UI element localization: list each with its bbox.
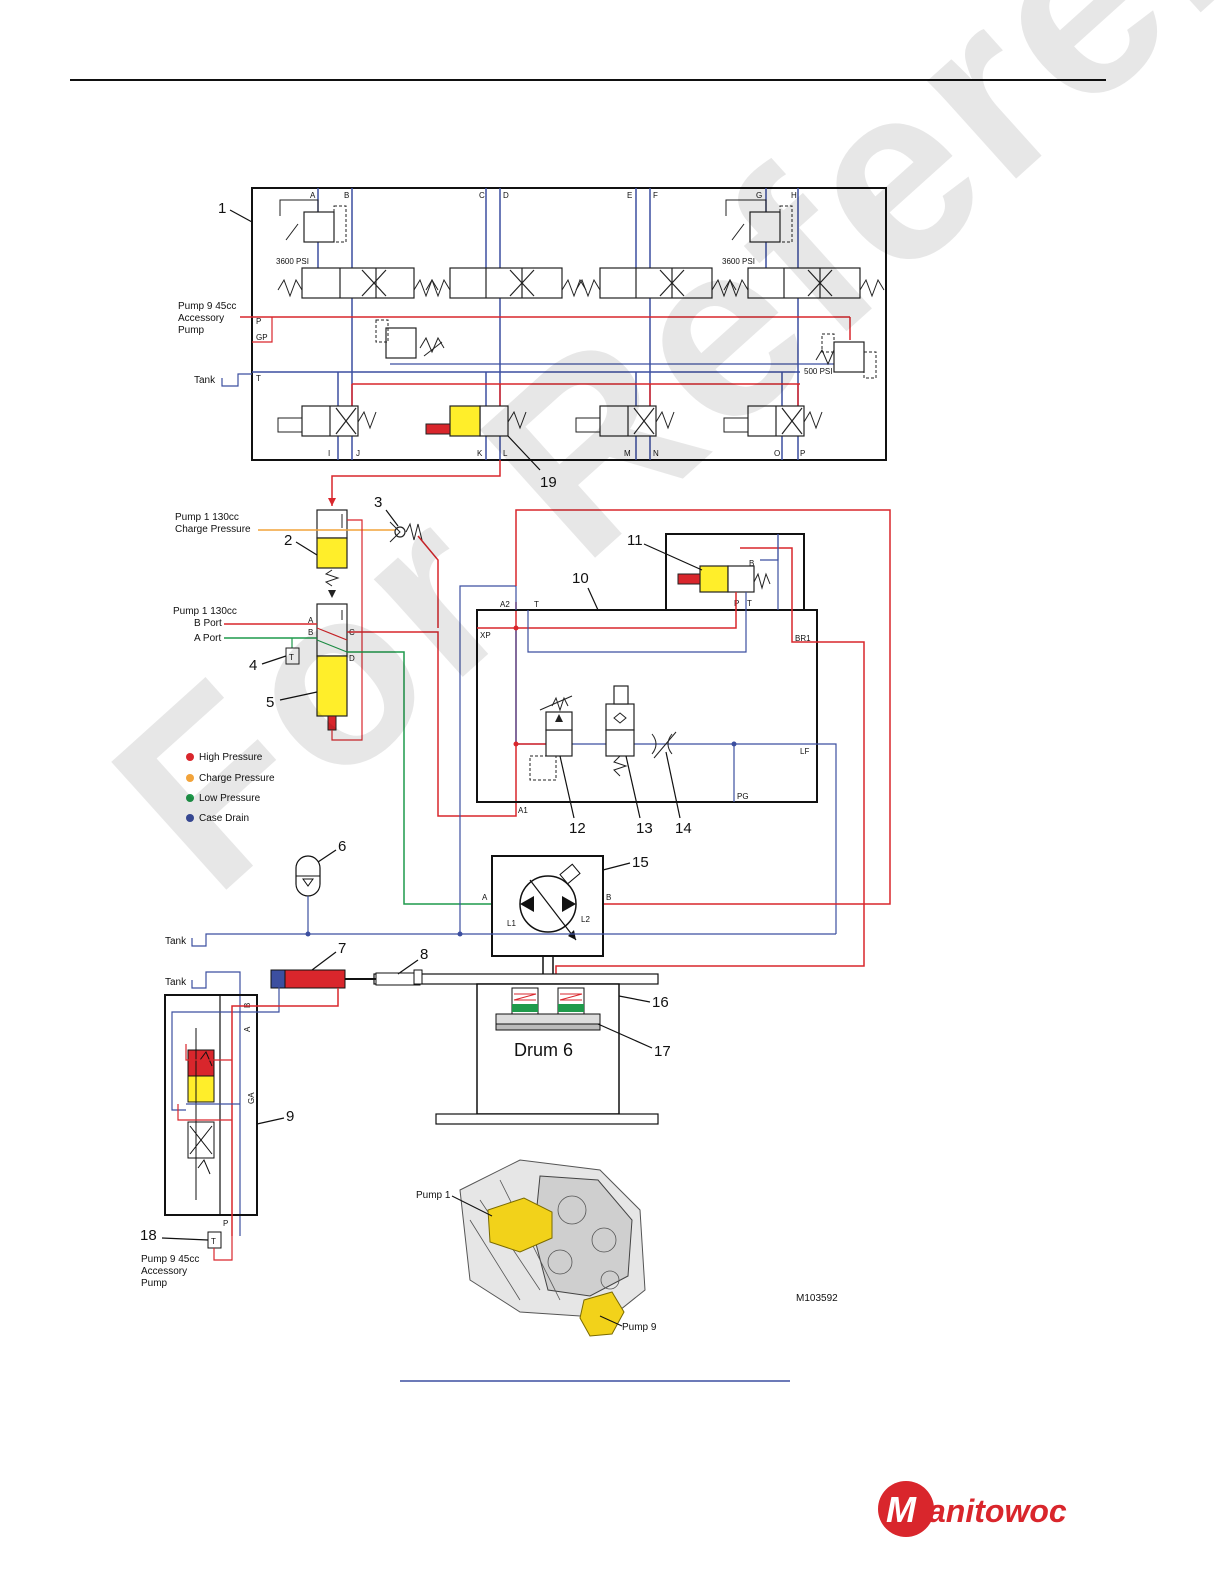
legend-charge: Charge Pressure [199, 773, 275, 784]
port-b-brake: B [308, 628, 313, 637]
pump9-label-2: Accessory [178, 313, 224, 324]
callout-5: 5 [266, 694, 274, 711]
gauge-t-4: T [289, 653, 294, 662]
legend-drain: Case Drain [199, 813, 249, 824]
callout-3: 3 [374, 494, 382, 511]
callout-16: 16 [652, 994, 669, 1011]
port-b: B [344, 191, 349, 200]
drum-frame [476, 983, 620, 1115]
pump9-low-1: Pump 9 45cc [141, 1254, 199, 1265]
port-b-sol: B [749, 559, 754, 568]
legend-low: Low Pressure [199, 793, 261, 804]
pump1-port-3: A Port [194, 633, 221, 644]
pump1-photo-label: Pump 1 [416, 1190, 451, 1201]
callout-15: 15 [632, 854, 649, 871]
port-h: H [791, 191, 797, 200]
port-t-block: T [534, 600, 539, 609]
port-a-brake: A [308, 616, 314, 625]
port-p: P [800, 449, 805, 458]
brake-solenoid-block [665, 533, 805, 611]
relief-label-left: 3600 PSI [276, 257, 309, 266]
port-a: A [310, 191, 316, 200]
port-m: M [624, 449, 631, 458]
port-gp: GP [256, 333, 268, 342]
port-a-motor: A [482, 893, 488, 902]
pump9-label-1: Pump 9 45cc [178, 301, 236, 312]
tank-label-top: Tank [194, 375, 216, 386]
port-f: F [653, 191, 658, 200]
callout-19: 19 [540, 474, 557, 491]
pump-assembly-picture [451, 1159, 646, 1337]
port-c: C [479, 191, 485, 200]
port-l2: L2 [581, 915, 590, 924]
manitowoc-logo: M anitowoc [878, 1481, 1067, 1537]
callout-8: 8 [420, 946, 428, 963]
motor-control-block [476, 609, 818, 803]
port-n: N [653, 449, 659, 458]
port-a2: A2 [500, 600, 510, 609]
callout-6: 6 [338, 838, 346, 855]
gauge-t-18: T [211, 1237, 216, 1246]
figure-id: M103592 [796, 1293, 838, 1304]
port-k: K [477, 449, 483, 458]
port-xp: XP [480, 631, 491, 640]
drum-label: Drum 6 [514, 1040, 573, 1060]
pump1-port-1: Pump 1 130cc [173, 606, 237, 617]
port-o: O [774, 449, 780, 458]
callout-17: 17 [654, 1043, 671, 1060]
callout-12: 12 [569, 820, 586, 837]
callout-4: 4 [249, 657, 257, 674]
port-pg: PG [737, 792, 749, 801]
port-t-sol: T [747, 599, 752, 608]
callout-18: 18 [140, 1227, 157, 1244]
port-g: G [756, 191, 762, 200]
pump1-charge-1: Pump 1 130cc [175, 512, 239, 523]
port-j: J [356, 449, 360, 458]
port-d: D [503, 191, 509, 200]
pump1-port-2: B Port [194, 618, 222, 629]
callout-7: 7 [338, 940, 346, 957]
legend-high: High Pressure [199, 752, 263, 763]
pump1-charge-2: Charge Pressure [175, 524, 251, 535]
callout-14: 14 [675, 820, 692, 837]
port-l1: L1 [507, 919, 516, 928]
legend: High Pressure Charge Pressure Low Pressu… [186, 752, 275, 824]
relief-label-500: 500 PSI [804, 367, 832, 376]
tank-label-mid: Tank [165, 936, 187, 947]
relief-label-right: 3600 PSI [722, 257, 755, 266]
port-p-bank: P [256, 317, 261, 326]
pump9-low-3: Pump [141, 1278, 168, 1289]
port-l: L [503, 449, 508, 458]
callout-11: 11 [627, 532, 643, 549]
pump9-low-2: Accessory [141, 1266, 187, 1277]
callout-9: 9 [286, 1108, 294, 1125]
port-b-motor: B [606, 893, 611, 902]
callout-1: 1 [218, 200, 226, 217]
pump9-photo-label: Pump 9 [622, 1322, 657, 1333]
port-a-pawl: A [243, 1026, 252, 1032]
callout-13: 13 [636, 820, 653, 837]
port-e: E [627, 191, 632, 200]
pump9-label-3: Pump [178, 325, 205, 336]
svg-text:M: M [886, 1489, 917, 1530]
svg-text:anitowoc: anitowoc [928, 1493, 1067, 1529]
port-lf: LF [800, 747, 809, 756]
callout-2: 2 [284, 532, 292, 549]
port-br1: BR1 [795, 634, 811, 643]
valve-bank: A B C D E F G H I J K L M N O P [251, 187, 887, 461]
tank-label-low: Tank [165, 977, 187, 988]
port-p-pawl: P [223, 1219, 228, 1228]
port-d-brake: D [349, 654, 355, 663]
port-ga: GA [247, 1092, 256, 1104]
port-t-bank: T [256, 374, 261, 383]
port-a1: A1 [518, 806, 528, 815]
callout-10: 10 [572, 570, 589, 587]
port-i: I [328, 449, 330, 458]
pawl-valve [164, 994, 258, 1216]
